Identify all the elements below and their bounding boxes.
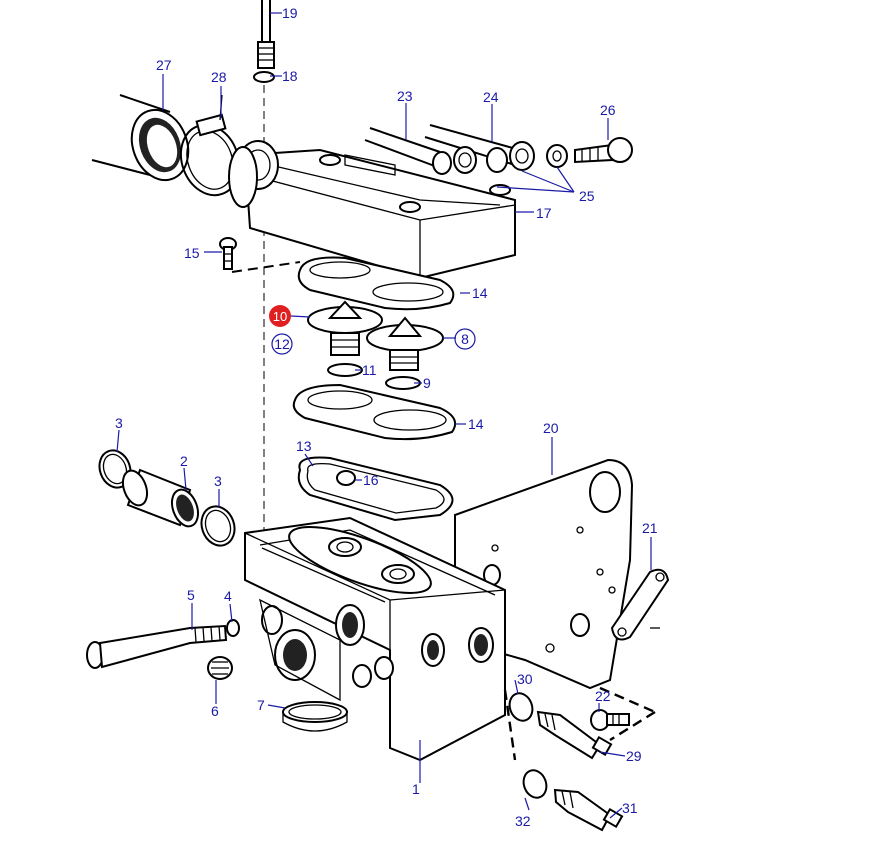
part-19-stud — [257, 0, 275, 69]
part-31-sender — [553, 788, 624, 832]
label-30: 30 — [517, 671, 533, 687]
label-4: 4 — [224, 588, 232, 604]
label-9: 9 — [423, 375, 431, 391]
label-3-left: 3 — [115, 415, 123, 431]
part-3-oring-left — [98, 449, 132, 489]
part-5-bolt — [86, 624, 228, 669]
label-10: 10 — [273, 309, 287, 324]
part-22-bolt — [590, 709, 630, 731]
part-1-block — [244, 516, 506, 762]
label-29: 29 — [626, 748, 642, 764]
label-12-ring — [271, 333, 293, 355]
label-1: 1 — [412, 781, 420, 797]
part-3-oring-right — [200, 505, 236, 547]
label-6: 6 — [211, 703, 219, 719]
part-7-ring — [282, 701, 348, 732]
part-3-oring-right-inner — [204, 509, 232, 543]
leader-lines — [116, 12, 652, 819]
label-19: 19 — [282, 5, 298, 21]
label-14-upper: 14 — [472, 285, 488, 301]
label-24: 24 — [483, 89, 499, 105]
part-16-nut — [336, 470, 356, 486]
label-18: 18 — [282, 68, 298, 84]
callout-labels: 19 18 27 28 23 24 26 25 17 15 14 10 12 8… — [115, 5, 658, 829]
label-15: 15 — [184, 245, 200, 261]
part-32-oring — [522, 769, 548, 799]
label-28: 28 — [211, 69, 227, 85]
part-25-26-fasteners — [546, 137, 633, 168]
part-17-housing — [228, 140, 516, 280]
label-20: 20 — [543, 420, 559, 436]
label-5: 5 — [187, 587, 195, 603]
part-10-thermostat — [307, 300, 383, 356]
label-32: 32 — [515, 813, 531, 829]
part-15-bolt — [219, 237, 301, 273]
part-6-plug — [207, 656, 233, 680]
part-18-washer — [253, 71, 275, 83]
dashed-line-c — [609, 710, 656, 742]
drawing — [86, 0, 670, 832]
dashed-line-b — [599, 686, 656, 714]
label-10-highlight — [269, 305, 291, 327]
label-16: 16 — [363, 472, 379, 488]
label-21: 21 — [642, 520, 658, 536]
label-31: 31 — [622, 800, 638, 816]
label-8: 8 — [461, 331, 469, 347]
label-17: 17 — [536, 205, 552, 221]
label-14-lower: 14 — [468, 416, 484, 432]
part-4-washer — [226, 619, 240, 637]
part-14-upper-gasket — [297, 256, 455, 311]
part-29-sender — [536, 710, 613, 760]
part-8-thermostat — [366, 316, 444, 371]
dashed-line-a — [503, 689, 517, 761]
label-12: 12 — [274, 336, 290, 352]
part-3-oring-left-inner — [102, 453, 128, 485]
part-23-24-bolts — [364, 124, 535, 175]
label-25: 25 — [579, 188, 595, 204]
label-7: 7 — [257, 697, 265, 713]
label-26: 26 — [600, 102, 616, 118]
part-2-sleeve — [121, 468, 200, 528]
part-21-link — [610, 568, 670, 641]
part-30-oring — [508, 692, 534, 722]
part-13-seal — [297, 456, 454, 522]
label-27: 27 — [156, 57, 172, 73]
label-11: 11 — [362, 362, 377, 378]
label-23: 23 — [397, 88, 413, 104]
label-22: 22 — [595, 688, 611, 704]
label-13: 13 — [296, 438, 312, 454]
part-27-pipe — [91, 94, 190, 182]
label-2: 2 — [180, 453, 188, 469]
label-3-right: 3 — [214, 473, 222, 489]
label-8-ring — [454, 328, 476, 350]
part-14-lower-gasket — [292, 383, 456, 441]
